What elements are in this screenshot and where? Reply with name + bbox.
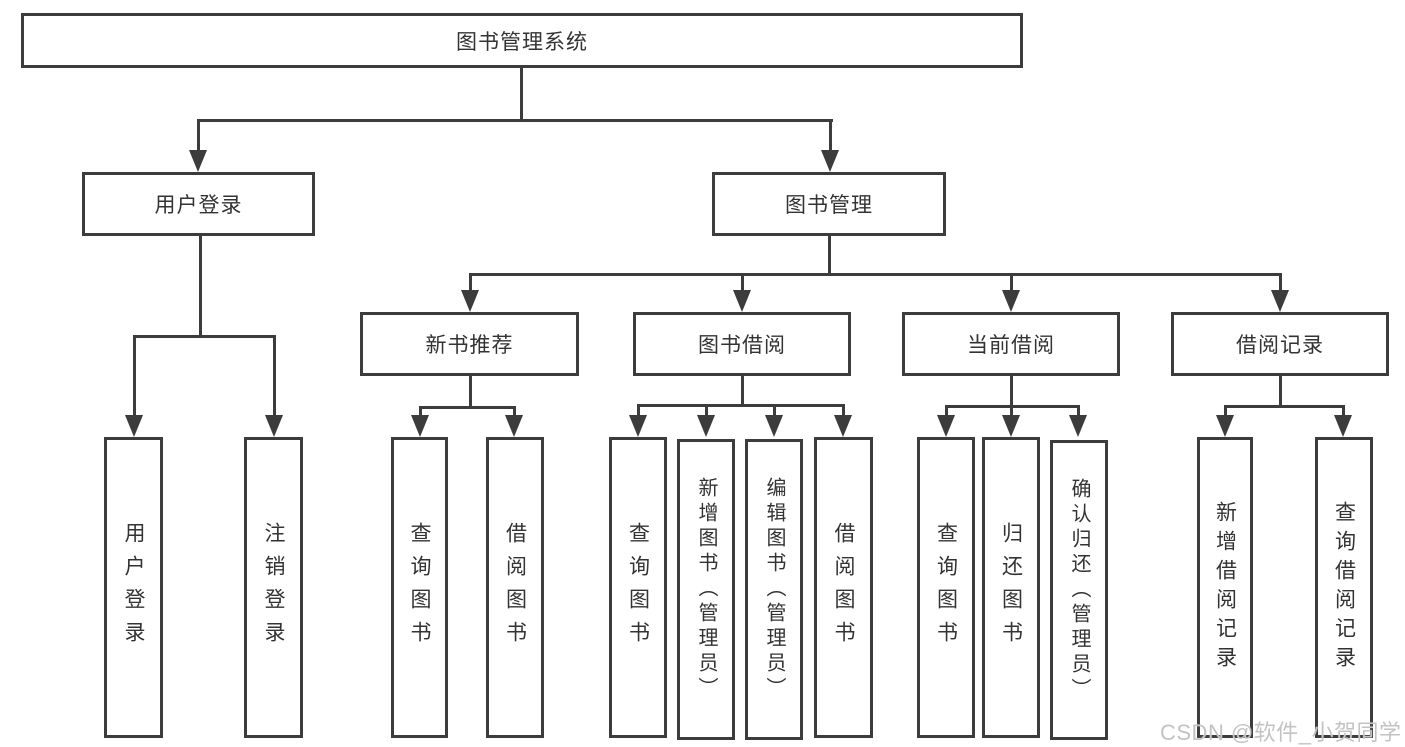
leaf-user-login: 用户登录 bbox=[104, 437, 163, 738]
leaf-current-query-books: 查询图书 bbox=[917, 437, 975, 738]
node-current-borrow-label: 当前借阅 bbox=[967, 334, 1055, 357]
arrow-down-icon bbox=[1002, 415, 1020, 437]
connector-user-login-stem bbox=[199, 236, 202, 337]
connector-root-stem bbox=[520, 68, 523, 121]
node-new-book-recommend-label: 新书推荐 bbox=[425, 334, 514, 357]
node-root-library-system: 图书管理系统 bbox=[21, 13, 1023, 68]
connector-current-stem bbox=[1010, 376, 1013, 407]
arrow-down-icon bbox=[1334, 415, 1352, 437]
connector-drop-recommend-query bbox=[419, 406, 422, 417]
arrow-down-icon bbox=[733, 290, 751, 312]
leaf-current-confirm-return-admin: 确认归还（管理员） bbox=[1050, 440, 1108, 740]
connector-drop-user-login bbox=[197, 119, 200, 153]
connector-drop-borrow-query bbox=[637, 404, 640, 417]
leaf-borrow-query-books-label: 查询图书 bbox=[626, 521, 650, 654]
arrow-down-icon bbox=[697, 415, 715, 437]
arrow-down-icon bbox=[821, 150, 839, 172]
connector-level2-rail bbox=[197, 119, 833, 122]
leaf-records-add-record-label: 新增借阅记录 bbox=[1213, 500, 1237, 675]
connector-borrow-rail bbox=[637, 404, 844, 407]
leaf-recommend-borrow-books: 借阅图书 bbox=[486, 437, 544, 738]
connector-drop-current bbox=[1010, 273, 1013, 293]
node-current-borrow: 当前借阅 bbox=[902, 312, 1120, 376]
leaf-borrow-add-books-admin-label: 新增图书（管理员） bbox=[695, 477, 717, 702]
connector-drop-borrow-borrow bbox=[842, 404, 845, 417]
leaf-records-query-record: 查询借阅记录 bbox=[1315, 437, 1373, 738]
connector-records-rail bbox=[1224, 405, 1344, 408]
connector-drop-recommend-borrow bbox=[513, 406, 516, 417]
connector-drop-borrow-add bbox=[705, 404, 708, 417]
leaf-recommend-query-books: 查询图书 bbox=[391, 437, 448, 738]
leaf-logout-label: 注销登录 bbox=[262, 521, 285, 654]
arrow-down-icon bbox=[189, 150, 207, 172]
node-book-borrow-label: 图书借阅 bbox=[698, 334, 786, 357]
connector-recommend-rail bbox=[419, 406, 516, 409]
leaf-current-return-books-label: 归还图书 bbox=[999, 521, 1023, 654]
arrow-down-icon bbox=[1216, 415, 1234, 437]
connector-level3-rail bbox=[469, 273, 1281, 276]
leaf-user-login-label: 用户登录 bbox=[122, 521, 145, 654]
leaf-borrow-borrow-books: 借阅图书 bbox=[814, 437, 873, 738]
watermark: CSDN @软件_小贺同学 bbox=[1160, 720, 1402, 745]
leaf-logout: 注销登录 bbox=[244, 437, 303, 738]
node-borrow-records-label: 借阅记录 bbox=[1236, 334, 1324, 357]
connector-book-mgmt-stem bbox=[828, 236, 831, 276]
leaf-current-query-books-label: 查询图书 bbox=[934, 521, 958, 654]
leaf-current-return-books: 归还图书 bbox=[982, 437, 1040, 738]
arrow-down-icon bbox=[411, 415, 429, 437]
connector-drop-current-return bbox=[1010, 405, 1013, 417]
arrow-down-icon bbox=[1069, 415, 1087, 437]
connector-drop-current-query bbox=[945, 405, 948, 417]
connector-drop-logout-leaf bbox=[273, 335, 276, 416]
node-user-login-label: 用户登录 bbox=[154, 194, 243, 217]
leaf-borrow-add-books-admin: 新增图书（管理员） bbox=[677, 439, 735, 740]
connector-user-login-rail bbox=[133, 335, 275, 338]
arrow-down-icon bbox=[125, 415, 143, 437]
arrow-down-icon bbox=[505, 415, 523, 437]
leaf-records-add-record: 新增借阅记录 bbox=[1197, 437, 1253, 738]
connector-drop-recommend bbox=[469, 273, 472, 293]
connector-records-stem bbox=[1279, 376, 1282, 407]
connector-drop-borrow bbox=[741, 273, 744, 293]
node-book-borrow: 图书借阅 bbox=[633, 312, 851, 376]
node-book-management-label: 图书管理 bbox=[785, 194, 873, 217]
leaf-borrow-edit-books-admin: 编辑图书（管理员） bbox=[745, 439, 803, 740]
arrow-down-icon bbox=[461, 290, 479, 312]
node-book-management: 图书管理 bbox=[712, 172, 946, 236]
connector-drop-records bbox=[1279, 273, 1282, 293]
connector-recommend-stem bbox=[469, 376, 472, 409]
arrow-down-icon bbox=[765, 415, 783, 437]
connector-drop-current-confirm bbox=[1077, 405, 1080, 417]
leaf-borrow-query-books: 查询图书 bbox=[609, 437, 667, 738]
arrow-down-icon bbox=[937, 415, 955, 437]
leaf-recommend-query-books-label: 查询图书 bbox=[408, 521, 431, 654]
connector-drop-records-query bbox=[1342, 405, 1345, 417]
leaf-borrow-borrow-books-label: 借阅图书 bbox=[832, 521, 855, 654]
arrow-down-icon bbox=[1002, 290, 1020, 312]
connector-borrow-stem bbox=[741, 376, 744, 407]
arrow-down-icon bbox=[265, 415, 283, 437]
connector-drop-borrow-edit bbox=[773, 404, 776, 417]
node-borrow-records: 借阅记录 bbox=[1171, 312, 1389, 376]
node-root-label: 图书管理系统 bbox=[456, 30, 588, 54]
connector-drop-book-mgmt bbox=[829, 119, 832, 153]
arrow-down-icon bbox=[1271, 290, 1289, 312]
node-new-book-recommend: 新书推荐 bbox=[360, 312, 579, 376]
node-user-login: 用户登录 bbox=[82, 172, 315, 236]
leaf-recommend-borrow-books-label: 借阅图书 bbox=[503, 521, 527, 654]
arrow-down-icon bbox=[629, 415, 647, 437]
leaf-borrow-edit-books-admin-label: 编辑图书（管理员） bbox=[763, 477, 785, 702]
leaf-current-confirm-return-admin-label: 确认归还（管理员） bbox=[1068, 477, 1090, 703]
connector-drop-login-leaf bbox=[133, 335, 136, 416]
leaf-records-query-record-label: 查询借阅记录 bbox=[1332, 500, 1356, 675]
connector-drop-records-add bbox=[1224, 405, 1227, 417]
arrow-down-icon bbox=[834, 415, 852, 437]
